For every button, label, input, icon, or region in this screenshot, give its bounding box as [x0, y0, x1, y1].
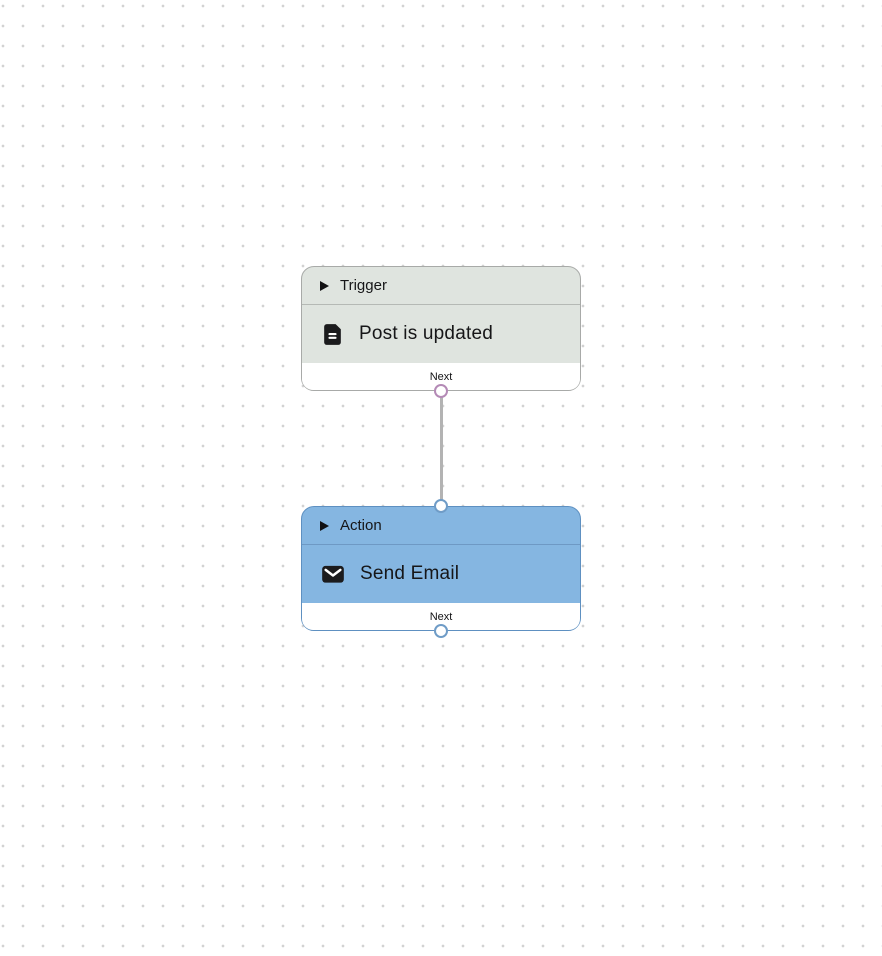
collapse-triangle-icon[interactable] — [320, 280, 329, 291]
node-title: Send Email — [360, 563, 460, 584]
node-type-label: Action — [340, 517, 382, 534]
node-title: Post is updated — [359, 323, 493, 344]
connection-line[interactable] — [439, 393, 443, 509]
next-label: Next — [429, 610, 453, 623]
action-node-footer: Next — [302, 603, 580, 630]
next-label: Next — [429, 370, 453, 383]
trigger-next-port[interactable] — [433, 384, 448, 398]
action-node[interactable]: Action Send Email Next — [301, 499, 581, 638]
trigger-node[interactable]: Trigger Post is updated Next — [301, 266, 581, 398]
action-input-port[interactable] — [433, 499, 448, 513]
action-next-port[interactable] — [433, 624, 448, 638]
mail-icon — [320, 561, 346, 587]
document-icon — [320, 322, 345, 347]
action-node-body[interactable]: Send Email — [302, 545, 580, 603]
collapse-triangle-icon[interactable] — [320, 520, 329, 531]
trigger-node-header[interactable]: Trigger — [302, 267, 580, 305]
trigger-node-body[interactable]: Post is updated — [302, 305, 580, 363]
node-type-label: Trigger — [340, 277, 387, 294]
action-node-header[interactable]: Action — [302, 507, 580, 545]
